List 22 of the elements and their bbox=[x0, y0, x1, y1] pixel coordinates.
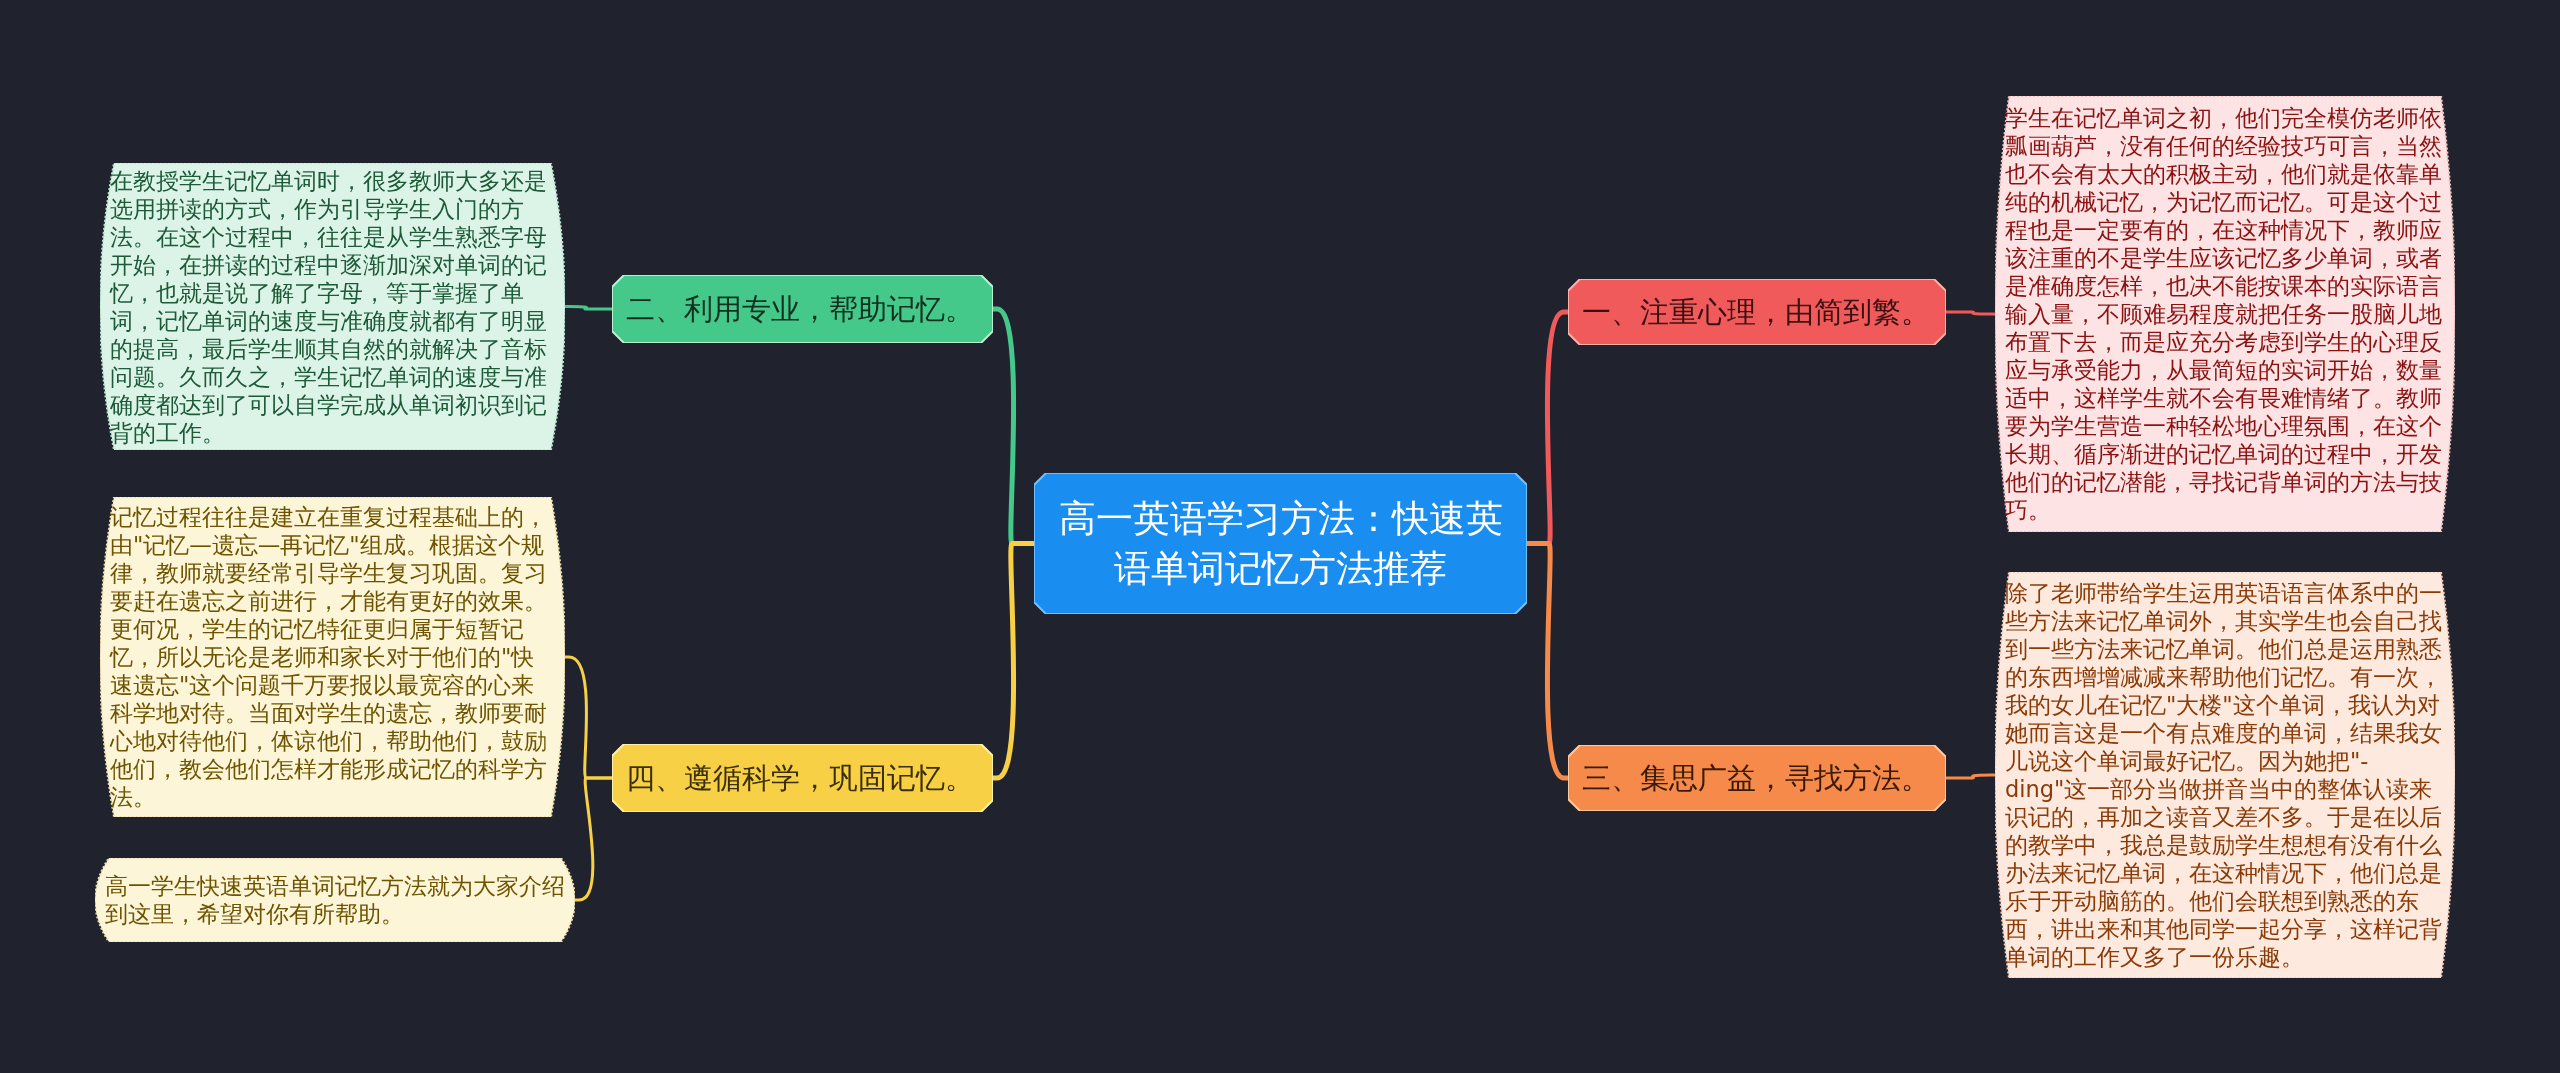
connector-line bbox=[1946, 310, 1995, 316]
connector-line bbox=[993, 541, 1034, 781]
connector-line bbox=[1527, 541, 1568, 781]
connector-line bbox=[565, 305, 612, 311]
branch-box bbox=[612, 744, 993, 812]
branch-title: 二、利用专业，帮助记忆。 bbox=[626, 291, 975, 327]
note-text: 高一学生快速英语单词记忆方法就为大家介绍到这里，希望对你有所帮助。 bbox=[105, 872, 565, 928]
note-text: 记忆过程往往是建立在重复过程基础上的，由"记忆—遗忘—再记忆"组成。根据这个规律，教师就要经常引导学生复习巩固。复习要赶在遗忘之前进行，才能有更好的效果。更何况，学生的记忆特征更归属于短暂记忆，所以无论是老师和家长对于他们的"快速遗忘"这个问题千万要报以最宽容的心来科学地对待。当面对学生的遗忘，教师要耐心地对待他们，体谅他们，帮助他们，鼓励他们，教会他们怎样才能形成记忆的科学方法。 bbox=[110, 503, 548, 811]
branch-title: 四、遵循科学，巩固记忆。 bbox=[626, 760, 975, 796]
note-card bbox=[95, 858, 575, 942]
connector-line bbox=[575, 776, 612, 902]
branch-box bbox=[1568, 279, 1946, 345]
branch-box bbox=[1568, 745, 1946, 811]
note-text: 除了老师带给学生运用英语语言体系中的一些方法来记忆单词外，其实学生也会自己找到一些方法来记忆单词。他们总是运用熟悉的东西增增减减来帮助他们记忆。有一次，我的女儿在记忆"大楼"这个单词，我认为对她而言这是一个有点难度的单词，结果我女儿说这个单词最好记忆。因为她把"-ding"这一部分当做拼音当中的整体认读来识记的，再加之读音又差不多。于是在以后的教学中，我总是鼓励学生想想有没有什么办法来记忆单词，在这种情况下，他们总是乐于开动脑筋的。他们会联想到熟悉的东西，讲出来和其他同学一起分享，这样记背单词的工作又多了一份乐趣。 bbox=[2005, 579, 2443, 971]
branch-title: 三、集思广益，寻找方法。 bbox=[1582, 760, 1931, 796]
branch-box bbox=[612, 275, 993, 343]
note-text: 在教授学生记忆单词时，很多教师大多还是选用拼读的方式，作为引导学生入门的方法。在这个过程中，往往是从学生熟悉字母开始，在拼读的过程中逐渐加深对单词的记忆，也就是说了解了字母，等于掌握了单词，记忆单词的速度与准确度就都有了明显的提高，最后学生顺其自然的就解决了音标问题。久而久之，学生记忆单词的速度与准确度都达到了可以自学完成从单词初识到记背的工作。 bbox=[110, 166, 548, 447]
topic-title: 高一英语学习方法：快速英语单词记忆方法推荐 bbox=[1057, 495, 1504, 592]
branch-title: 一、注重心理，由简到繁。 bbox=[1582, 294, 1931, 330]
connector-line bbox=[1946, 773, 1995, 780]
note-text: 学生在记忆单词之初，他们完全模仿老师依瓢画葫芦，没有任何的经验技巧可言，当然也不会有太大的积极主动，他们就是依靠单纯的机械记忆，为记忆而记忆。可是这个过程也是一定要有的，在这种情况下，教师应该注重的不是学生应该记忆多少单词，或者是准确度怎样，也决不能按课本的实际语言输入量，不顾难易程度就把任务一股脑儿地布置下去，而是应充分考虑到学生的心理反应与承受能力，从最简短的实词开始，数量适中，这样学生就不会有畏难情绪了。教师要为学生营造一种轻松地心理氛围，在这个长期、循序渐进的记忆单词的过程中，开发他们的记忆潜能，寻找记背单词的方法与技巧。 bbox=[2005, 104, 2443, 524]
central-topic-box bbox=[1034, 473, 1527, 614]
